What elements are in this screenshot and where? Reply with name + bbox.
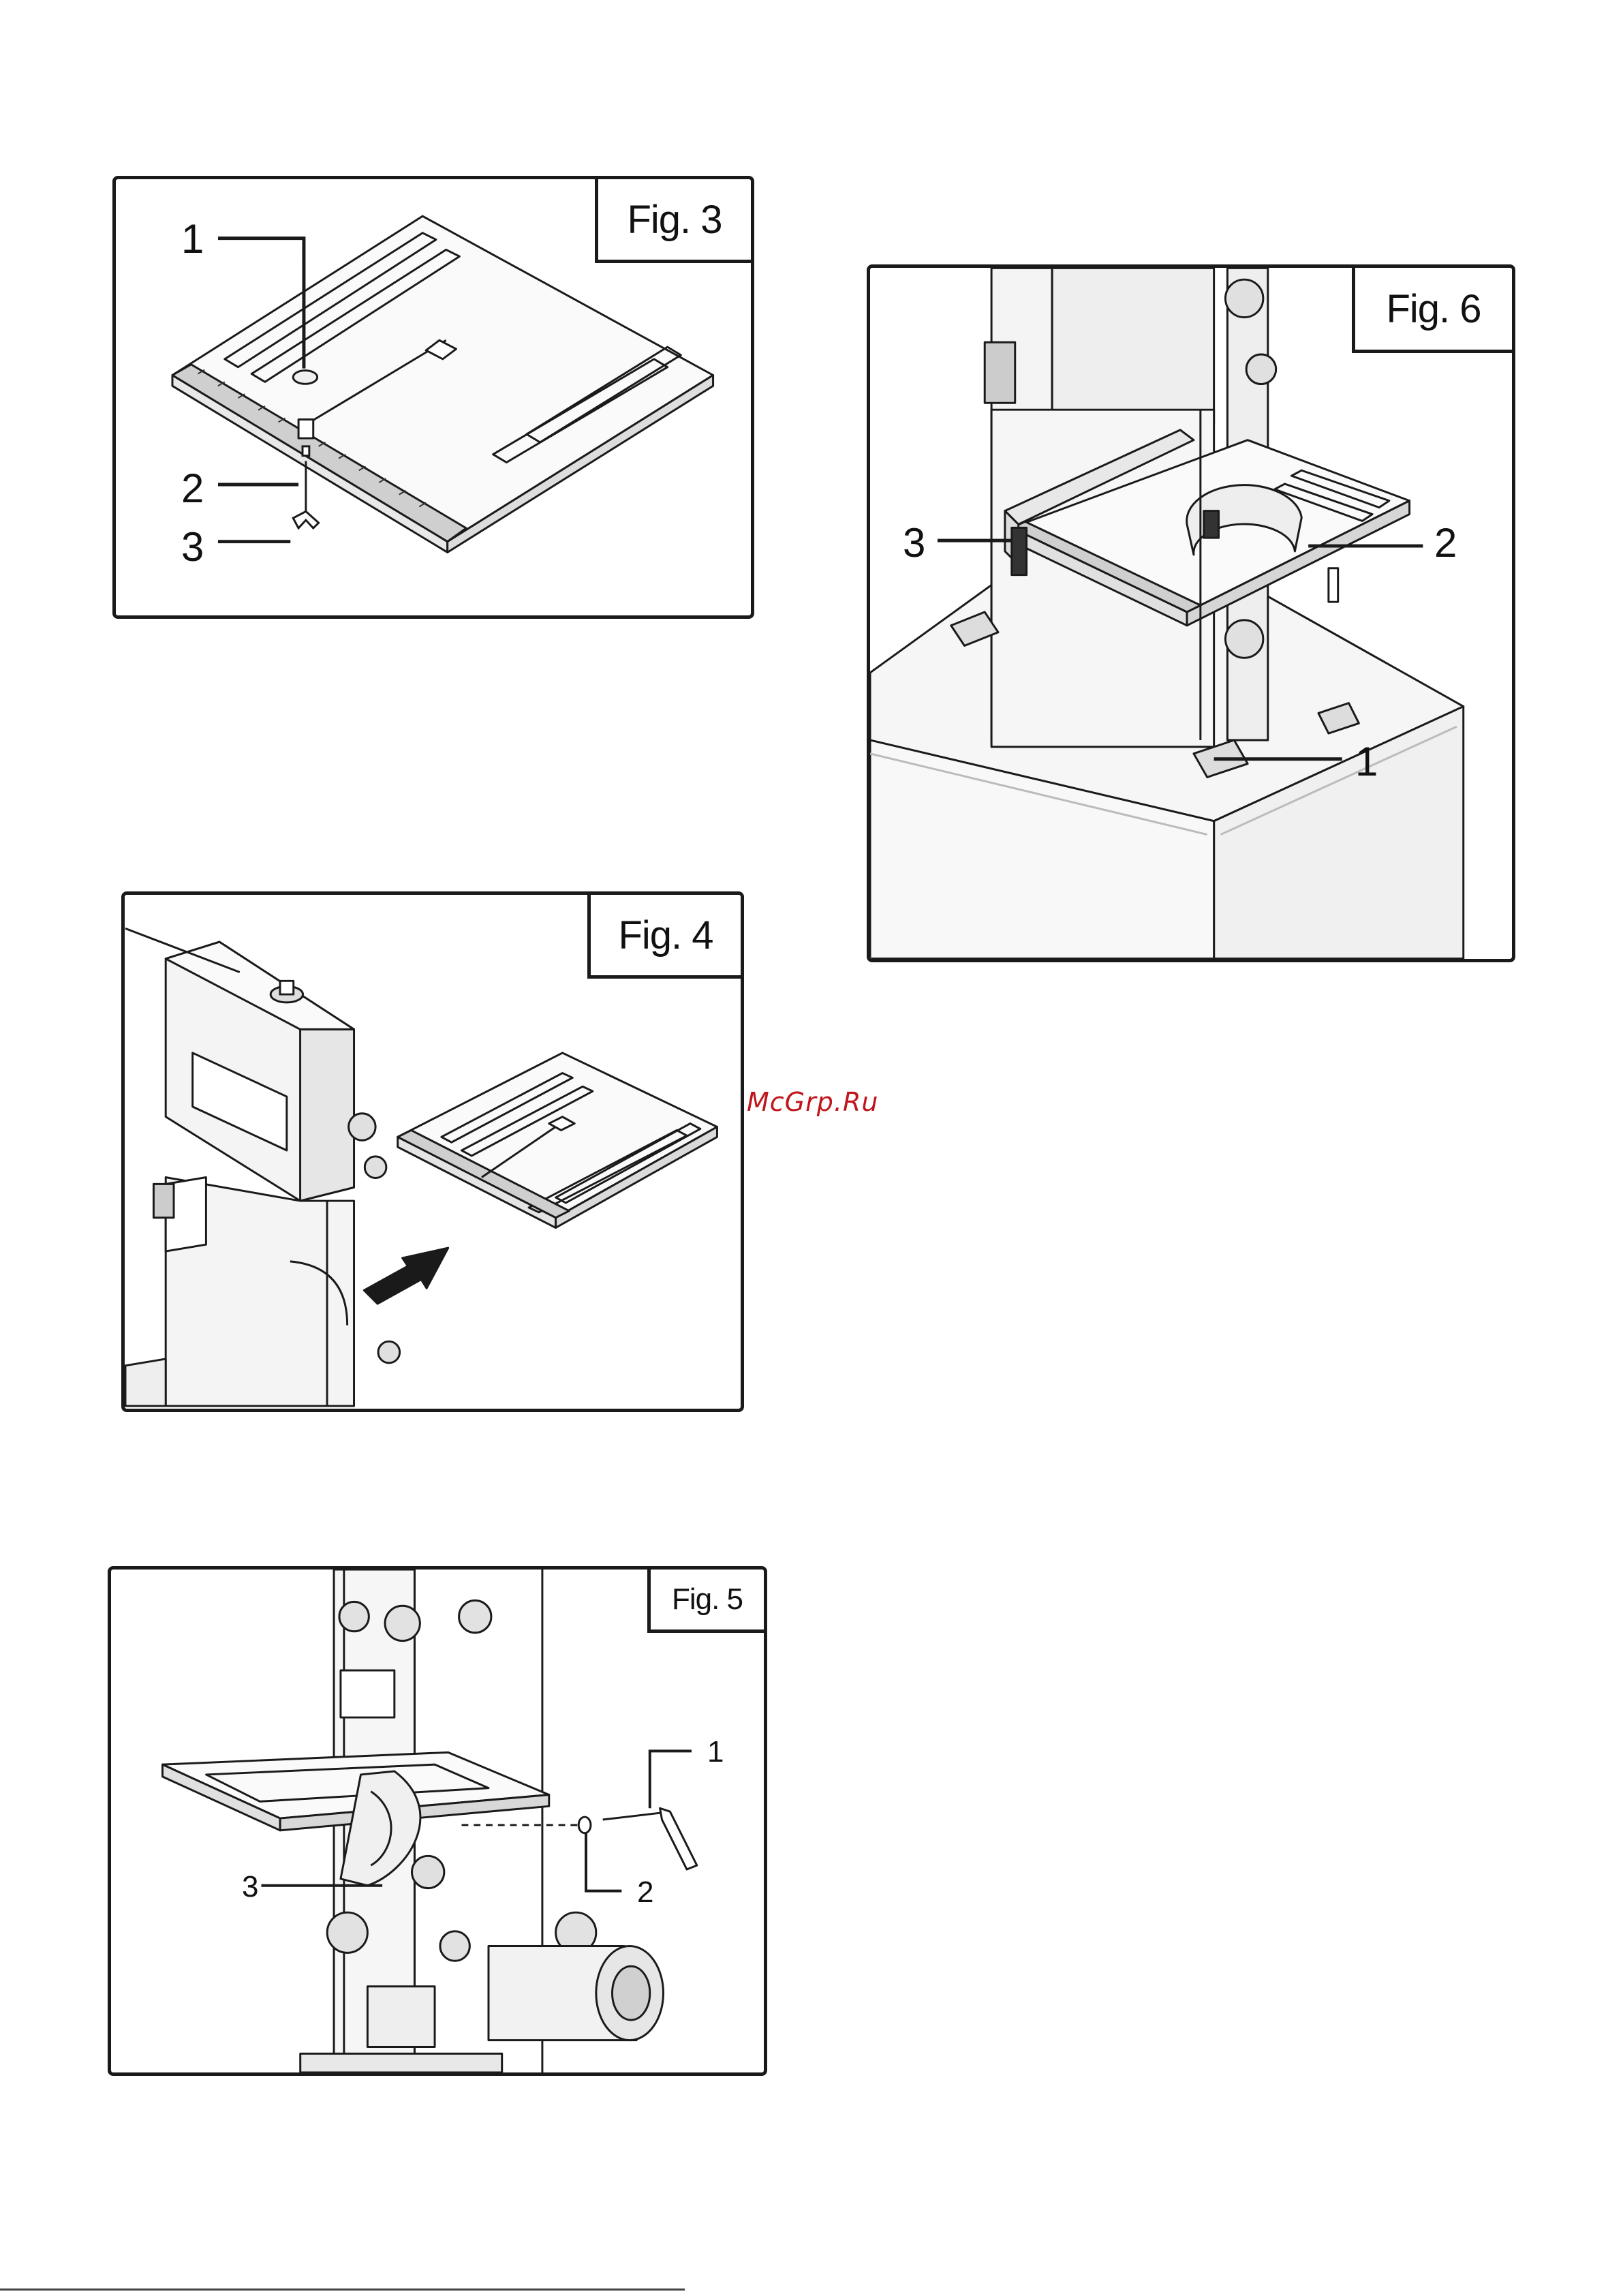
figure-5: Fig. 5 1 2 3 [108,1566,767,2076]
fig5-callout-3: 3 [242,1872,258,1902]
fig6-mounted-table-drawing [870,268,1512,959]
fig4-label-tab: Fig. 4 [587,891,744,979]
fig4-label: Fig. 4 [618,913,713,958]
fig5-label: Fig. 5 [672,1582,743,1617]
figure-4: Fig. 4 [121,891,744,1412]
fig6-callout-2: 2 [1434,523,1457,564]
fig6-label: Fig. 6 [1386,286,1481,332]
fig5-label-tab: Fig. 5 [647,1566,767,1633]
fig6-callout-3: 3 [903,523,925,564]
fig5-callout-2: 2 [637,1878,653,1908]
fig6-label-tab: Fig. 6 [1352,264,1515,353]
figure-3: Fig. 3 1 2 3 [112,176,754,619]
fig5-tilt-drawing [111,1570,764,2072]
fig6-callout-1: 1 [1355,741,1378,782]
fig3-label: Fig. 3 [627,197,722,243]
fig5-callout-1: 1 [707,1737,724,1767]
footer-rule [0,2289,685,2291]
fig3-callout-2: 2 [181,468,204,509]
fig3-callout-1: 1 [181,219,204,260]
figure-6: Fig. 6 1 2 3 [867,264,1515,962]
watermark: McGrp.Ru [747,1087,878,1117]
fig3-callout-3: 3 [181,527,204,568]
fig3-label-tab: Fig. 3 [595,176,754,263]
